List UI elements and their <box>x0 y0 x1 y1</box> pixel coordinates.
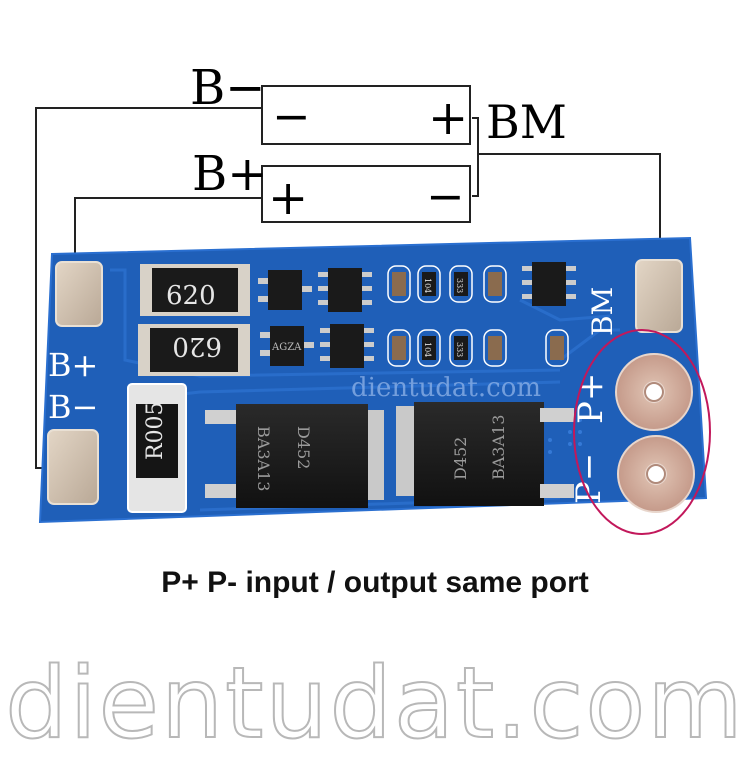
b-plus-label: B+ <box>192 146 268 202</box>
resistor-620-top: 620 <box>140 264 250 316</box>
svg-text:104: 104 <box>423 342 432 357</box>
pad-b-minus <box>47 429 99 505</box>
cell1-negative-label: − <box>272 89 311 143</box>
pcb-b-plus-label: B+ <box>48 346 98 384</box>
pad-b-plus <box>55 261 103 327</box>
battery-cell-top: − + <box>261 85 471 146</box>
svg-text:620: 620 <box>166 281 216 311</box>
cell2-positive-label: + <box>268 170 308 226</box>
ic-soic-3 <box>522 262 576 306</box>
wire-bm <box>472 117 479 197</box>
highlight-ring <box>573 329 711 535</box>
small-passives: 104 333 104 333 <box>387 265 569 367</box>
ic-soic-2 <box>320 324 374 368</box>
pcb-b-minus-label: B− <box>48 388 98 426</box>
svg-text:D452: D452 <box>294 426 313 469</box>
svg-text:104: 104 <box>423 278 432 293</box>
pcb-bm-label: BM <box>586 287 619 336</box>
cell2-negative-label: − <box>426 169 465 223</box>
svg-text:AGZA: AGZA <box>271 342 302 353</box>
mosfet-left: BA3A13 D452 <box>205 404 384 508</box>
svg-text:R005: R005 <box>143 401 168 460</box>
ic-soic-1 <box>318 268 372 312</box>
pad-bm <box>635 259 683 333</box>
battery-cell-bottom: + − <box>261 165 471 226</box>
resistor-620-bottom: 620 <box>138 324 250 376</box>
shunt-resistor-r005: R005 <box>127 383 187 513</box>
pcb-board: B+ B− BM P+ P− 620 620 AGZA <box>38 236 708 524</box>
board-watermark: dientudat.com <box>351 373 541 403</box>
b-minus-label: B− <box>190 60 266 116</box>
svg-text:D452: D452 <box>451 437 470 480</box>
svg-text:333: 333 <box>455 342 464 357</box>
svg-text:BA3A13: BA3A13 <box>254 426 273 491</box>
watermark-large: dientudat.com <box>4 647 745 761</box>
bm-label: BM <box>486 95 567 149</box>
svg-text:BA3A13: BA3A13 <box>489 415 508 480</box>
ic-sot-2: AGZA <box>260 326 314 366</box>
cell1-positive-label: + <box>428 90 468 146</box>
svg-text:333: 333 <box>455 278 464 293</box>
ic-sot-1 <box>258 270 312 310</box>
mosfet-right: BA3A13 D452 <box>396 402 574 506</box>
caption: P+ P- input / output same port <box>161 566 589 599</box>
svg-text:620: 620 <box>172 331 222 361</box>
